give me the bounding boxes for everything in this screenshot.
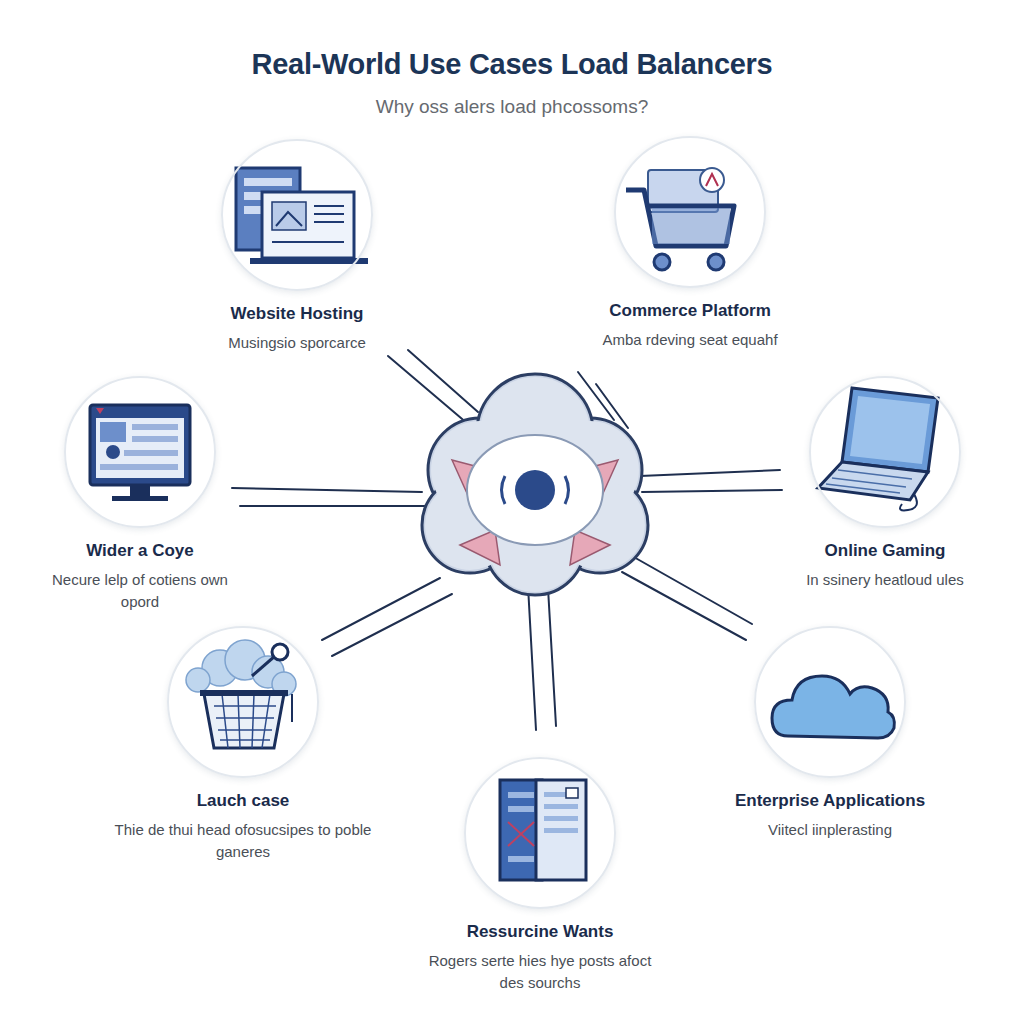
- use-case-description: Viitecl iinplerasting: [710, 819, 950, 841]
- use-case-node: Commerce PlatformAmba rdeving seat equah…: [580, 136, 800, 351]
- use-case-node: Enterprise ApplicationsViitecl iinpleras…: [710, 626, 950, 841]
- use-case-heading: Enterprise Applications: [710, 790, 950, 811]
- use-case-description: Amba rdeving seat equahf: [580, 329, 800, 351]
- server-icon: [500, 780, 586, 880]
- use-case-node: Lauch caseThie de thui head ofosucsipes …: [113, 626, 373, 863]
- use-case-heading: Commerce Platform: [580, 300, 800, 321]
- use-case-description: In ssinery heatloud ules: [795, 569, 975, 591]
- use-case-node: Website HostingMusingsio sporcarce: [177, 139, 417, 354]
- basket-icon: [186, 640, 296, 748]
- laptop-icon: [818, 388, 938, 510]
- diagram-title: Real-World Use Cases Load Balancers: [0, 48, 1024, 81]
- use-case-node: Wider a CoyeNecure lelp of cotiens own o…: [40, 376, 240, 613]
- use-case-circle: [754, 626, 906, 778]
- website-icon: [236, 168, 368, 264]
- use-case-circle: [614, 136, 766, 288]
- use-case-circle: [221, 139, 373, 291]
- use-case-description: Thie de thui head ofosucsipes to poble g…: [113, 819, 373, 863]
- use-case-heading: Online Gaming: [795, 540, 975, 561]
- use-case-description: Rogers serte hies hye posts afoct des so…: [425, 950, 655, 994]
- use-case-heading: Ressurcine Wants: [425, 921, 655, 942]
- radiating-lines: [232, 350, 782, 730]
- circle-fills: [64, 136, 961, 909]
- central-cloud: [422, 374, 648, 595]
- use-case-circle: [464, 757, 616, 909]
- cloud-icon: [772, 676, 894, 738]
- use-case-circle: [167, 626, 319, 778]
- cart-icon: [626, 168, 734, 270]
- use-case-node: Online Gaming In ssinery heatloud ules: [795, 376, 975, 591]
- use-case-heading: Lauch case: [113, 790, 373, 811]
- use-case-circle: [64, 376, 216, 528]
- use-case-heading: Website Hosting: [177, 303, 417, 324]
- use-case-node: Ressurcine WantsRogers serte hies hye po…: [425, 757, 655, 994]
- use-case-heading: Wider a Coye: [40, 540, 240, 561]
- monitor-icon: [90, 405, 190, 501]
- use-case-description: Musingsio sporcarce: [177, 332, 417, 354]
- use-case-description: Necure lelp of cotiens own opord: [40, 569, 240, 613]
- subtitle: Why oss alers load phcossoms?: [0, 96, 1024, 118]
- use-case-circle: [809, 376, 961, 528]
